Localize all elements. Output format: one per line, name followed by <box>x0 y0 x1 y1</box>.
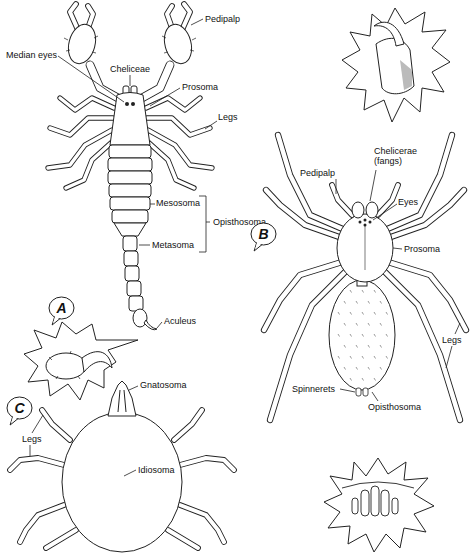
panel-callout: A <box>48 296 75 326</box>
part-label: Spinnerets <box>292 384 335 394</box>
part-label: Prosoma <box>404 244 440 254</box>
part-label: Pedipalp <box>300 168 335 178</box>
part-label: Median eyes <box>6 50 57 60</box>
limb <box>167 6 172 28</box>
zoom-burst <box>342 8 450 122</box>
limb <box>180 505 224 542</box>
part-label: Idiosoma <box>138 465 175 475</box>
leader-line <box>30 19 460 476</box>
limb <box>60 98 114 110</box>
fang-detail <box>374 22 414 94</box>
part-label: Opisthosoma <box>368 402 421 412</box>
aculeus-detail <box>46 351 112 379</box>
part-label: Prosoma <box>182 82 218 92</box>
part-label: Legs <box>22 434 42 444</box>
part-label: Legs <box>442 335 462 345</box>
part-label: Legs <box>218 112 238 122</box>
part-label: Pedipalp <box>205 14 240 24</box>
limb <box>174 410 202 440</box>
limb <box>332 185 352 215</box>
mite-body <box>62 381 182 552</box>
spider-eyes <box>359 219 372 227</box>
limb <box>20 505 64 542</box>
zoom-burst <box>324 458 434 552</box>
part-label: Eyes <box>398 197 418 207</box>
part-label: Aculeus <box>164 316 196 326</box>
limb <box>182 4 190 30</box>
limb <box>180 458 234 470</box>
part-label: Cheliceae <box>110 64 150 74</box>
limb <box>278 135 345 230</box>
limb <box>10 458 64 470</box>
limb <box>88 6 93 28</box>
limb <box>266 190 342 238</box>
limb <box>385 272 460 420</box>
bracket <box>199 196 210 252</box>
panel-letter: B <box>258 226 268 242</box>
panel-letter: A <box>56 300 66 316</box>
spider-body <box>329 202 395 390</box>
spinneret-detail <box>342 482 414 516</box>
part-label: Gnatosoma <box>140 380 187 390</box>
panel-callout: C <box>6 396 33 426</box>
spinnerets <box>356 388 368 396</box>
limb <box>148 142 194 188</box>
limb <box>378 185 398 215</box>
scorpion-body <box>64 21 195 329</box>
part-label: Mesosoma <box>156 198 200 208</box>
claw-hairs <box>64 36 196 53</box>
limb <box>42 410 70 440</box>
part-label: Metasoma <box>152 240 194 250</box>
part-label: Chelicerae (fangs) <box>374 146 424 166</box>
limb <box>66 142 112 188</box>
limb <box>70 4 78 30</box>
median-eyes <box>125 102 135 106</box>
panel-callout: B <box>250 222 277 252</box>
limb <box>46 530 76 548</box>
panel-letter: C <box>14 400 24 416</box>
limb <box>388 190 464 238</box>
limb <box>168 530 198 548</box>
